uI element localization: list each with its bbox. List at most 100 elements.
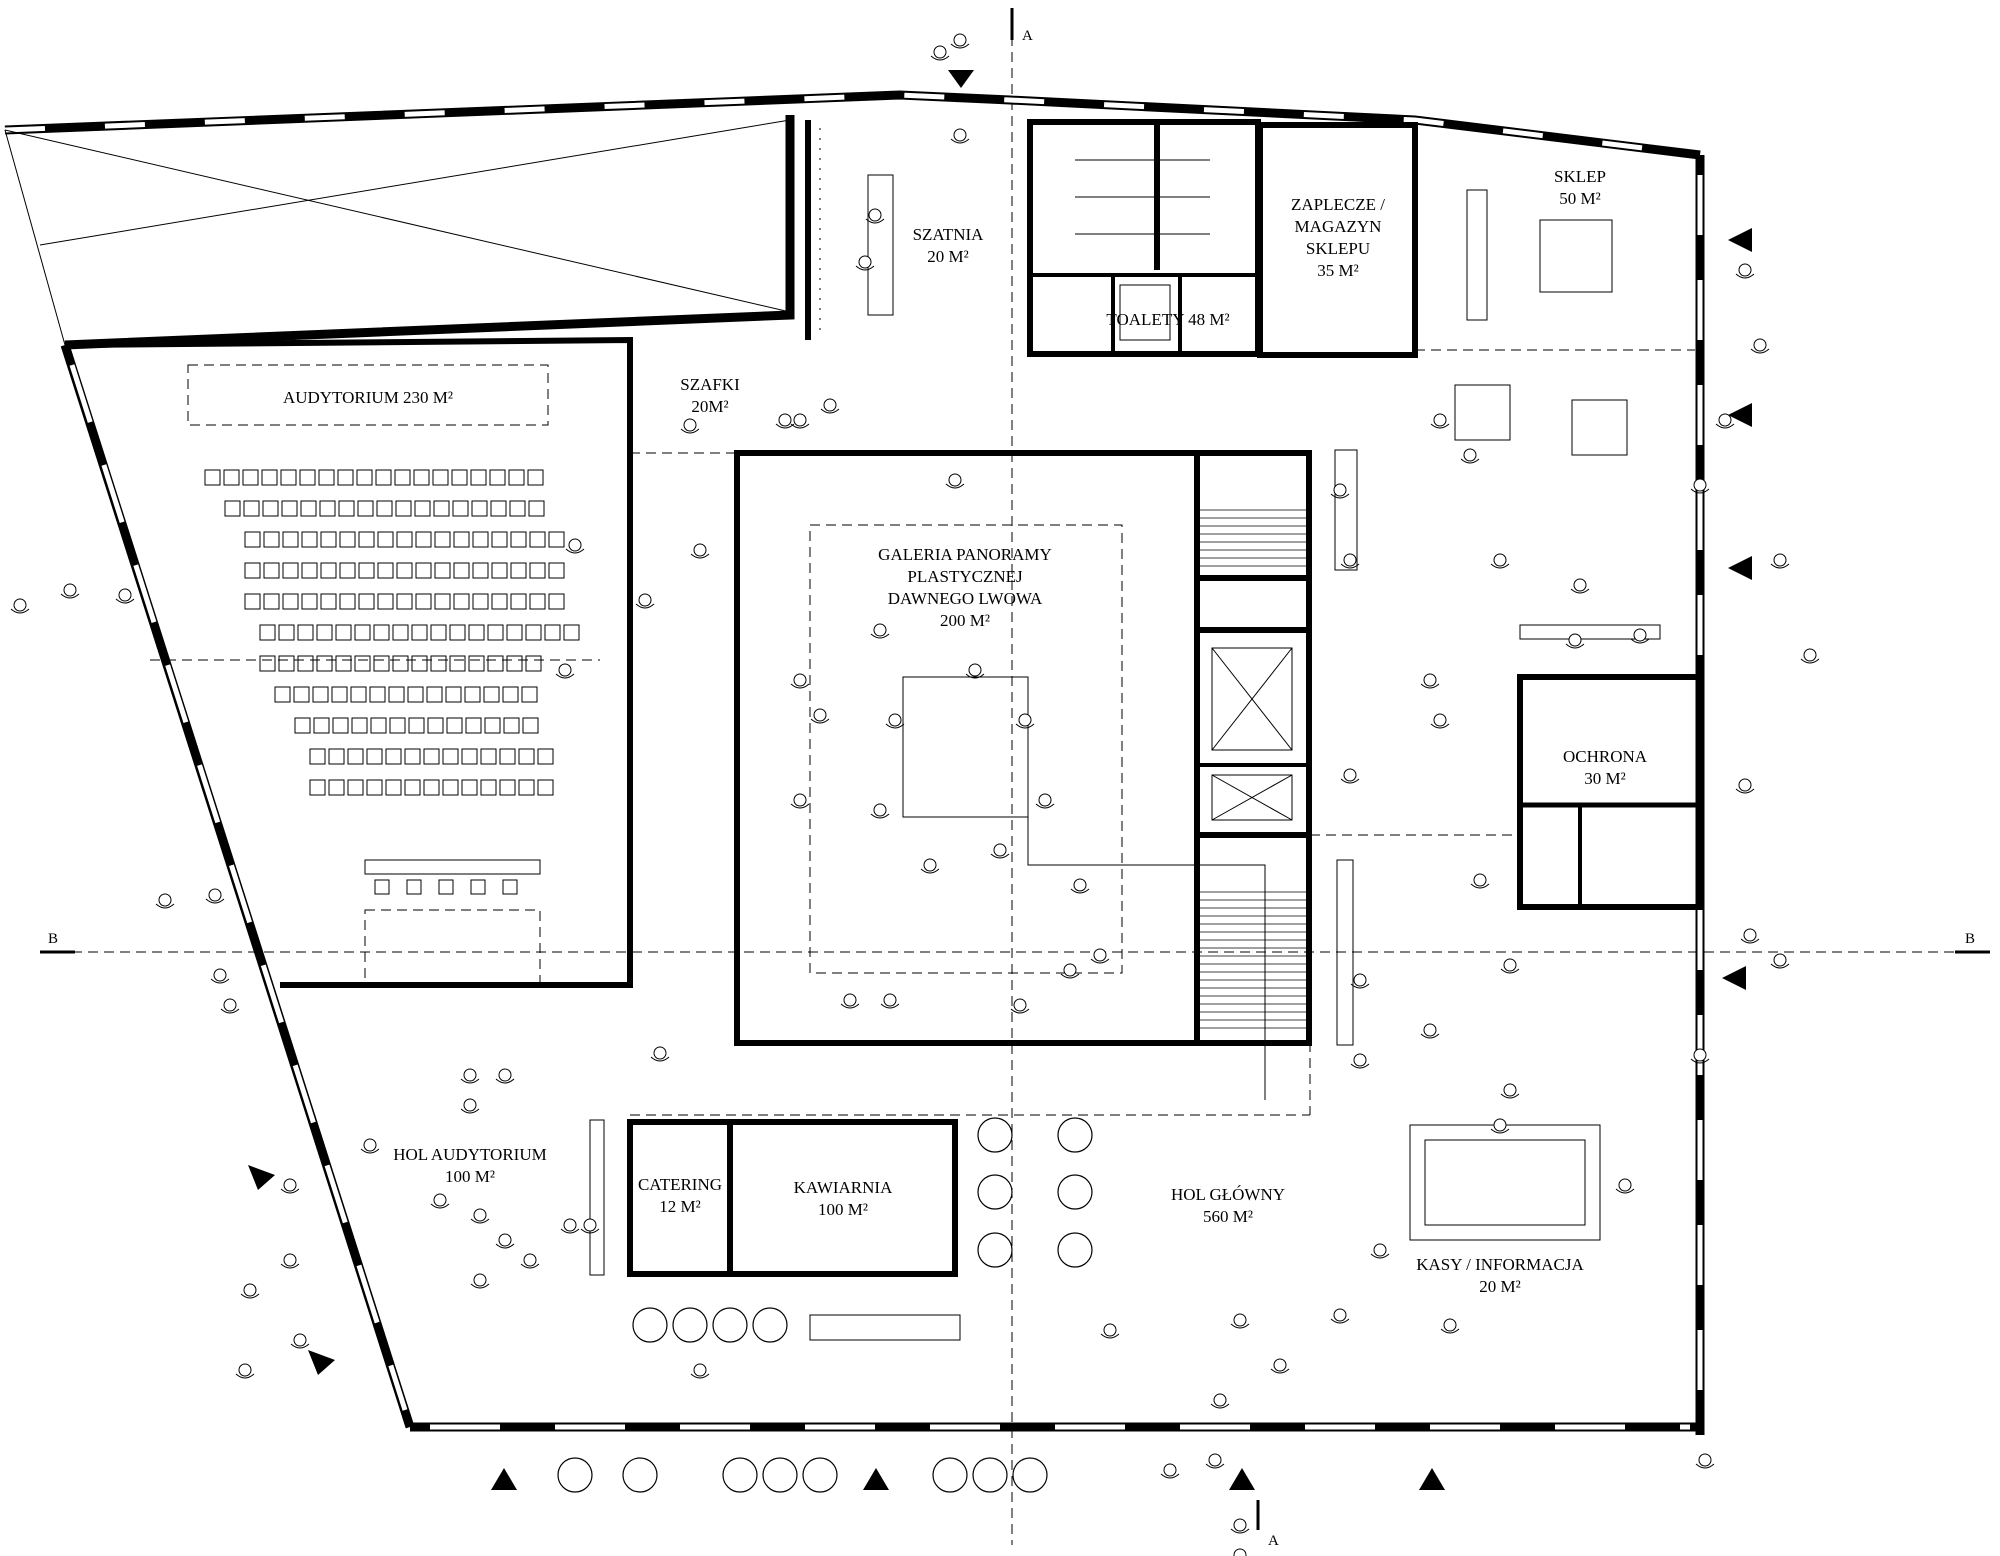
seat <box>404 779 421 796</box>
seat <box>309 779 326 796</box>
seat <box>430 624 447 641</box>
person-icon <box>220 998 240 1014</box>
seat <box>339 593 356 610</box>
cloakroom-area: 20 M² <box>927 247 968 266</box>
catering-label: CATERING <box>638 1175 722 1194</box>
person-icon <box>1690 478 1710 494</box>
cloakroom <box>805 120 894 340</box>
person-icon <box>885 713 905 729</box>
person-icon <box>290 1333 310 1349</box>
table <box>1057 1117 1093 1153</box>
seat <box>373 624 390 641</box>
seat <box>525 655 542 672</box>
person-icon <box>1690 1048 1710 1064</box>
section-a-bottom-label: A <box>1268 1533 1279 1549</box>
person-icon <box>1770 953 1790 969</box>
section-line-a <box>1010 8 1260 1545</box>
seat <box>563 624 580 641</box>
seat <box>461 779 478 796</box>
seat <box>518 779 535 796</box>
person-icon <box>460 1098 480 1114</box>
seat <box>415 531 432 548</box>
seat <box>358 562 375 579</box>
seat <box>309 748 326 765</box>
seat <box>451 469 468 486</box>
person-icon <box>950 33 970 49</box>
section-b-left-label: B <box>48 931 58 947</box>
person-icon <box>1090 948 1110 964</box>
seat <box>404 748 421 765</box>
seat <box>339 562 356 579</box>
person-icon <box>560 1218 580 1234</box>
table <box>632 1307 668 1343</box>
lockers-area: 20M² <box>691 397 728 416</box>
seat <box>544 624 561 641</box>
seat <box>262 500 279 517</box>
seat <box>487 655 504 672</box>
seat <box>468 655 485 672</box>
cafe-label: KAWIARNIA <box>794 1178 893 1197</box>
seat <box>274 686 291 703</box>
seat <box>350 686 367 703</box>
person-icon <box>775 413 795 429</box>
person-icon <box>680 418 700 434</box>
main-hall-label: HOL GŁÓWNY <box>1171 1185 1285 1204</box>
seat <box>244 562 261 579</box>
seat <box>529 562 546 579</box>
seat <box>518 748 535 765</box>
person-icon <box>965 663 985 679</box>
seat <box>388 686 405 703</box>
gallery-label-2: PLASTYCZNEJ <box>907 567 1023 586</box>
person-icon <box>1270 1358 1290 1374</box>
seat <box>377 593 394 610</box>
storage-area: 35 M² <box>1317 261 1358 280</box>
seat <box>316 655 333 672</box>
seat <box>377 531 394 548</box>
stair-core <box>1194 450 1312 1046</box>
person-icon <box>1735 778 1755 794</box>
seat <box>312 686 329 703</box>
person-icon <box>880 993 900 1009</box>
seat <box>223 469 240 486</box>
seat <box>537 779 554 796</box>
seat <box>408 717 425 734</box>
person-icon <box>1330 1308 1350 1324</box>
seat <box>430 655 447 672</box>
seat <box>224 500 241 517</box>
table <box>977 1232 1013 1268</box>
person-icon <box>1330 483 1350 499</box>
seat <box>244 531 261 548</box>
person-icon <box>820 398 840 414</box>
seat <box>480 779 497 796</box>
person-icon <box>495 1068 515 1084</box>
storage-label-2: MAGAZYN <box>1295 217 1382 236</box>
toilets-label: TOALETY 48 M² <box>1106 310 1229 329</box>
seat <box>499 779 516 796</box>
seat <box>529 531 546 548</box>
seat <box>375 469 392 486</box>
seat <box>434 593 451 610</box>
auditorium <box>64 336 633 988</box>
seat <box>301 593 318 610</box>
table <box>722 1457 758 1493</box>
person-icon <box>1630 628 1650 644</box>
security-label: OCHRONA <box>1563 747 1648 766</box>
auditorium-label: AUDYTORIUM 230 M² <box>283 388 453 407</box>
person-icon <box>855 255 875 271</box>
seat <box>434 562 451 579</box>
seat <box>299 469 316 486</box>
main-hall-area: 560 M² <box>1203 1207 1253 1226</box>
shop-label: SKLEP <box>1554 167 1606 186</box>
seat <box>328 779 345 796</box>
person-icon <box>1740 928 1760 944</box>
seat <box>263 562 280 579</box>
upper-void <box>4 115 795 350</box>
seat <box>357 500 374 517</box>
person-icon <box>235 1363 255 1379</box>
stage-block <box>470 879 486 895</box>
seat <box>282 562 299 579</box>
entrance-arrows <box>248 70 1752 1490</box>
person-icon <box>790 413 810 429</box>
seat <box>423 779 440 796</box>
seat <box>366 779 383 796</box>
